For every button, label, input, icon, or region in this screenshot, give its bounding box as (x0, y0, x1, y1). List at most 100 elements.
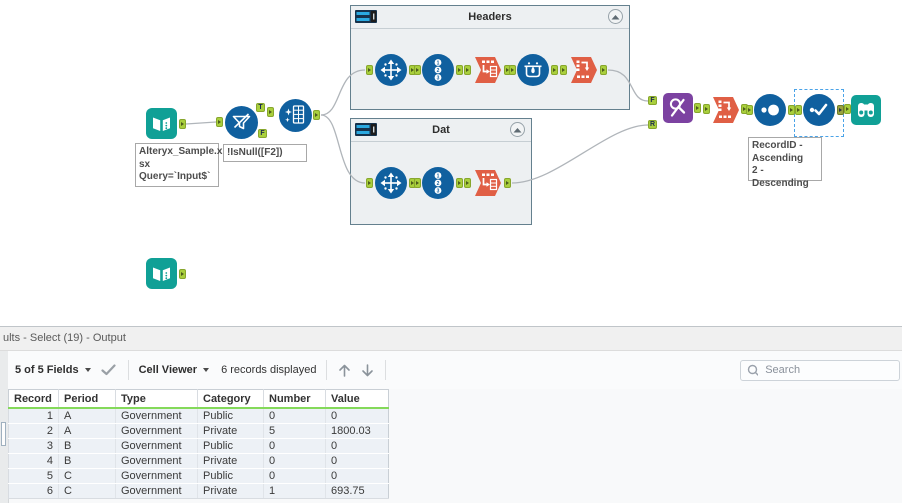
checkmark-icon (100, 364, 116, 376)
input-data-tool[interactable] (146, 108, 177, 139)
input-anchor[interactable] (414, 178, 421, 188)
input-anchor[interactable] (464, 65, 471, 75)
table-cell: C (58, 483, 116, 499)
search-box[interactable] (740, 359, 900, 381)
container-headers-label: Headers (468, 11, 512, 23)
output-anchor[interactable] (179, 119, 186, 129)
select-tool[interactable] (803, 94, 835, 126)
cleanse-tool[interactable] (279, 99, 312, 132)
find-input-anchor[interactable]: F (648, 96, 657, 105)
sort-tool-annotation[interactable]: RecordID - Ascending 2 - Descending (748, 137, 822, 189)
input-anchor[interactable] (216, 117, 223, 127)
scroll-down-button[interactable] (360, 363, 375, 378)
input-anchor[interactable] (414, 65, 421, 75)
cross-tab-tool[interactable] (710, 95, 740, 125)
container-headers-collapse-button[interactable] (608, 9, 623, 24)
table-cell: 693.75 (325, 483, 389, 499)
output-anchor-selected[interactable] (837, 105, 844, 115)
results-panel: ults - Select (19) - Output 5 of 5 Field… (0, 326, 902, 503)
output-anchor[interactable] (694, 103, 701, 113)
input-anchor[interactable] (509, 65, 516, 75)
toolbar-separator (385, 360, 387, 380)
data-cleansing-tool[interactable] (517, 54, 549, 86)
toolbar-separator (326, 360, 328, 380)
chevron-down-icon[interactable] (84, 368, 91, 372)
workflow-canvas[interactable]: Headers Dat (0, 0, 902, 326)
input-anchor[interactable] (844, 104, 851, 114)
table-cell: 0 (325, 408, 389, 424)
svg-text:1: 1 (437, 60, 440, 66)
fields-dropdown[interactable]: 5 of 5 Fields (15, 364, 79, 376)
input-anchor[interactable] (795, 105, 802, 115)
arrow-down-icon (362, 363, 374, 376)
container-dat-collapse-button[interactable] (510, 122, 525, 137)
table-cell: 1 (8, 408, 59, 424)
input-anchor[interactable] (464, 178, 471, 188)
column-header[interactable]: Category (197, 389, 264, 409)
chevron-down-icon[interactable] (203, 368, 210, 372)
input-anchor[interactable] (366, 65, 373, 75)
transpose-tool[interactable] (472, 55, 502, 85)
column-header[interactable]: Period (58, 389, 116, 409)
cleanse-sparkle-tool-icon (279, 99, 312, 132)
filter-tool[interactable] (225, 106, 258, 139)
output-anchor[interactable] (504, 178, 511, 188)
record-id-tool[interactable]: 1 2 3 (422, 54, 454, 86)
table-cell: 2 (8, 423, 59, 439)
input-anchor[interactable] (267, 107, 274, 117)
transpose-tool[interactable] (472, 168, 502, 198)
scroll-up-button[interactable] (337, 363, 352, 378)
input-anchor[interactable] (703, 104, 710, 114)
input-anchor[interactable] (746, 105, 753, 115)
apply-check-button[interactable] (100, 364, 116, 376)
collapse-up-icon (513, 127, 522, 132)
record-id-tool[interactable]: 1 2 3 (422, 167, 454, 199)
select-arrows-tool[interactable] (375, 54, 407, 86)
column-header[interactable]: Type (115, 389, 198, 409)
container-headers-titlebar[interactable]: Headers (351, 6, 629, 29)
output-anchor[interactable] (456, 65, 463, 75)
table-cell: A (58, 408, 116, 424)
output-anchor[interactable] (600, 65, 607, 75)
search-input[interactable] (763, 363, 893, 377)
input-anchor[interactable] (366, 178, 373, 188)
table-cell: 3 (8, 438, 59, 454)
find-replace-tool[interactable] (663, 93, 693, 123)
filter-tool-annotation[interactable]: !IsNull([F2]) (223, 144, 307, 162)
false-output-anchor[interactable]: F (258, 129, 267, 138)
input-tool-annotation[interactable]: Alteryx_Sample.xl sx Query=`Input$` (135, 143, 225, 187)
select-arrows-tool[interactable] (375, 167, 407, 199)
replace-input-anchor[interactable]: R (648, 120, 657, 129)
cell-viewer-dropdown[interactable]: Cell Viewer (138, 364, 198, 376)
output-anchor[interactable] (551, 65, 558, 75)
output-anchor[interactable] (788, 105, 795, 115)
column-header[interactable]: Number (263, 389, 326, 409)
column-header[interactable]: Value (325, 389, 389, 409)
table-cell: 0 (263, 438, 326, 454)
annotation-line: Query=`Input$` (139, 171, 211, 182)
panel-splitter-handle[interactable] (1, 422, 6, 446)
input-anchor[interactable] (560, 65, 567, 75)
output-anchor[interactable] (179, 269, 186, 279)
cross-tab-tool[interactable] (568, 55, 598, 85)
sort-tool[interactable] (754, 94, 786, 126)
cross-tab-tool-icon (571, 57, 597, 83)
input-data-tool[interactable] (146, 258, 177, 289)
table-cell: 0 (325, 468, 389, 484)
results-panel-title: ults - Select (19) - Output (0, 327, 902, 351)
column-header[interactable]: Record (8, 389, 59, 409)
output-anchor[interactable] (313, 110, 320, 120)
cross-arrows-tool-icon (375, 54, 407, 86)
container-dat-titlebar[interactable]: Dat (351, 119, 531, 142)
output-anchor[interactable] (456, 178, 463, 188)
browse-tool[interactable] (851, 95, 881, 125)
true-output-anchor[interactable]: T (256, 103, 265, 112)
